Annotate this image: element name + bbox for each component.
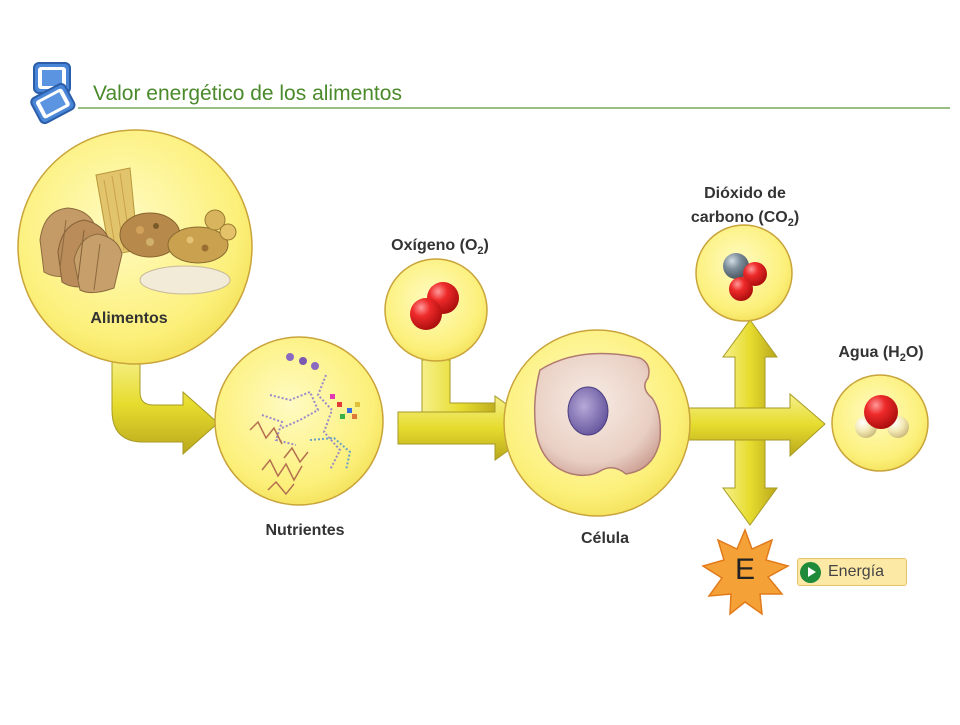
nutrientes-circle: [214, 336, 384, 506]
energy-button[interactable]: Energía: [797, 558, 907, 586]
energy-button-label: Energía: [828, 563, 885, 580]
play-icon: [800, 562, 821, 583]
label-dioxido-line1: Dióxido de: [704, 185, 786, 202]
dioxido-circle: [695, 224, 793, 322]
celula-circle: [503, 329, 691, 517]
alimentos-circle: [17, 129, 253, 365]
two-window-icon: [30, 62, 76, 125]
label-nutrientes: Nutrientes: [265, 522, 345, 539]
agua-circle: [831, 374, 929, 472]
arrow-alimentos-nutrientes: [111, 354, 219, 456]
page-title: Valor energético de los alimentos: [93, 82, 402, 105]
oxigeno-circle: [384, 258, 488, 362]
label-agua: Agua (H2O): [838, 344, 924, 365]
label-oxigeno: Oxígeno (O2): [391, 237, 489, 258]
starburst-icon: [701, 527, 790, 616]
arrow-celula-agua: [687, 392, 826, 458]
label-celula: Célula: [580, 530, 629, 547]
arrow-celula-energia: [722, 439, 778, 526]
cell-nucleus: [567, 386, 609, 436]
arrow-celula-dioxido: [722, 319, 778, 411]
energy-symbol: E: [734, 553, 755, 586]
nutrient-molecules-illustration: [249, 353, 360, 496]
label-alimentos: Alimentos: [90, 310, 168, 327]
food-illustration: [39, 167, 237, 295]
label-dioxido-line2: carbono (CO2): [690, 209, 800, 230]
